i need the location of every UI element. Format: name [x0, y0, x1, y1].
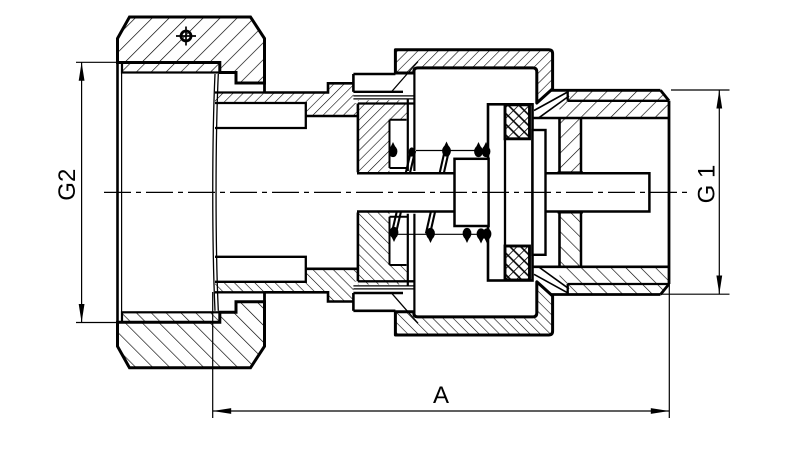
svg-text:G2: G2	[54, 169, 81, 201]
svg-text:A: A	[433, 382, 449, 409]
svg-text:G 1: G 1	[694, 165, 721, 204]
